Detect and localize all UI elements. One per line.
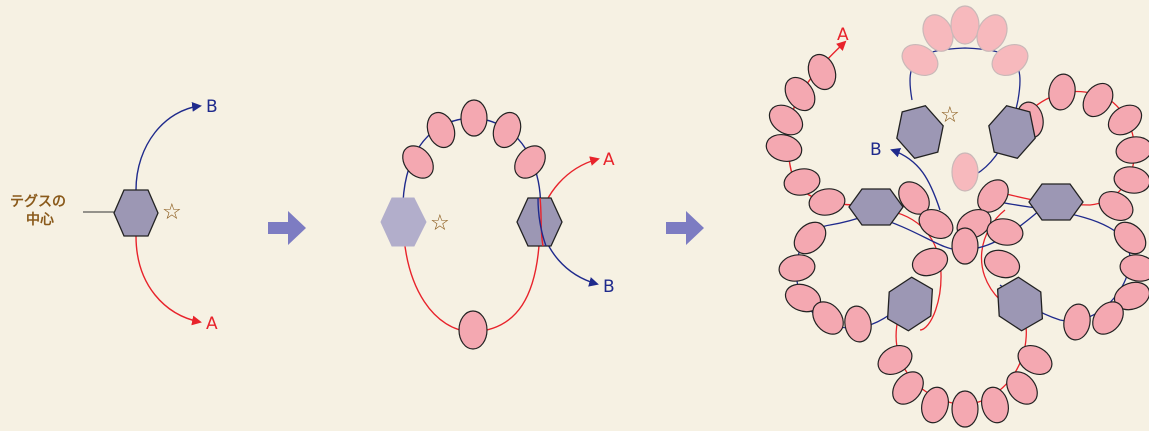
thread-b-label: B [870,140,882,160]
oval-bead-icon [460,99,488,137]
step-arrow-icon [268,211,306,245]
oval-bead-icon [918,208,954,240]
oval-bead-icon [492,111,522,149]
step-2: A B ☆ [380,99,615,350]
thread-a-label: A [206,314,218,334]
star-icon: ☆ [940,103,960,128]
oval-bead-icon [1017,344,1053,376]
oval-bead-icon [901,43,939,77]
oval-bead-icon [1115,136,1149,164]
thread-a-label: A [603,150,615,170]
step-1: B A ☆ テグスの 中心 [10,97,218,334]
oval-bead-icon [1082,82,1114,118]
step-arrow-icon [666,211,704,245]
oval-bead-icon [951,390,979,428]
hexagon-bead-icon [1028,183,1084,221]
oval-bead-icon [514,145,546,179]
oval-bead-icon [1113,166,1149,194]
oval-bead-icon [1063,303,1091,341]
thread-b-path [890,148,941,211]
oval-bead-icon [812,301,844,335]
hexagon-bead-icon [113,189,159,237]
hexagon-bead-icon [996,276,1044,332]
thread-a-path [135,235,202,326]
hexagon-bead-icon [988,104,1036,160]
oval-bead-icon [807,53,837,91]
step-3: A B ☆ [765,5,1149,428]
oval-bead-icon [808,188,846,216]
star-icon: ☆ [430,211,450,236]
thread-b-path [135,102,202,191]
hexagon-bead-icon [848,188,904,226]
oval-bead-icon [1098,190,1134,222]
oval-bead-icon [458,310,488,350]
oval-bead-icon [950,5,980,45]
oval-bead-icon [951,152,979,192]
oval-bead-icon [981,386,1009,424]
thread-a-label: A [837,25,849,45]
thread-center-label-line2: 中心 [26,211,54,228]
hexagon-bead-icon [886,276,934,332]
oval-bead-icon [976,14,1008,52]
hexagon-bead-icon [380,197,427,247]
oval-bead-icon [1113,221,1147,255]
oval-bead-icon [951,227,979,265]
oval-bead-icon [1048,73,1076,111]
oval-bead-icon [402,145,434,179]
oval-bead-icon [986,218,1024,246]
oval-bead-icon [784,76,816,112]
oval-bead-icon [1119,254,1149,282]
oval-bead-icon [892,371,924,405]
oval-bead-icon [921,386,949,424]
oval-bead-icon [844,305,872,343]
thread-crossing [539,197,544,247]
thread-b-label: B [206,97,218,117]
star-icon: ☆ [162,200,182,225]
oval-bead-icon [911,247,949,277]
oval-bead-icon [426,111,456,149]
oval-bead-icon [793,221,827,255]
oval-bead-icon [783,168,821,196]
oval-bead-icon [1092,301,1124,335]
oval-bead-icon [983,249,1021,279]
oval-bead-icon [768,104,804,136]
oval-bead-icon [765,134,803,162]
thread-crossing [537,197,547,247]
thread-a-loop [402,156,600,333]
oval-bead-icon [877,344,913,376]
oval-bead-icon [778,254,816,282]
oval-bead-icon [991,43,1029,77]
thread-b-label: B [603,277,615,297]
hexagon-bead-icon [896,104,944,160]
oval-bead-icon [1006,371,1038,405]
oval-bead-icon [1107,104,1143,136]
thread-center-label-line1: テグスの [10,193,66,210]
